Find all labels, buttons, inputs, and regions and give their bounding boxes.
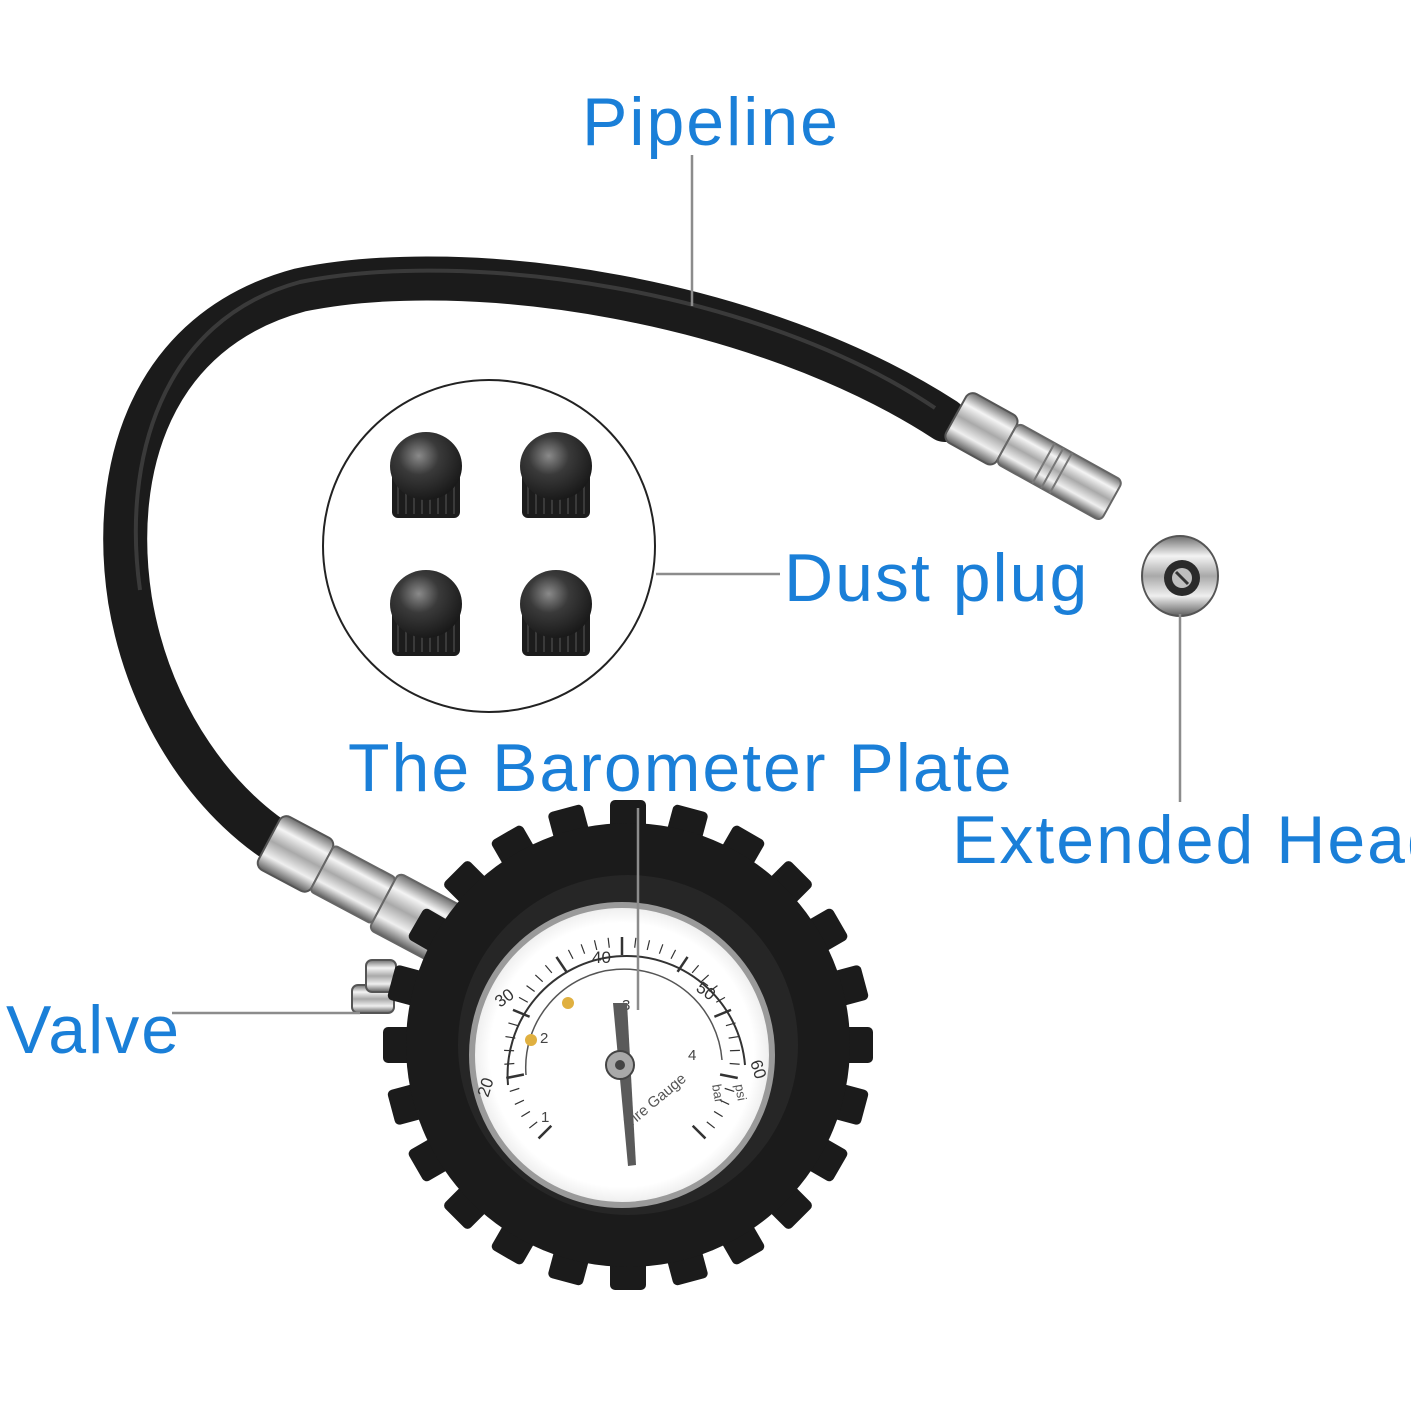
bar-tick-4: 4 <box>688 1047 696 1064</box>
dial-tick <box>508 1022 519 1027</box>
dial-tick <box>505 1035 516 1039</box>
hose-highlight <box>133 268 937 591</box>
dial-tick <box>534 974 544 983</box>
dial-tick <box>512 1008 531 1018</box>
dust-plug-label: Dust plug <box>784 540 1090 616</box>
dial-tick <box>729 1062 740 1065</box>
dial-tick <box>521 1110 531 1118</box>
dial-tick <box>580 944 586 954</box>
dial-tick <box>544 964 553 974</box>
bar-tick-2: 2 <box>540 1030 548 1047</box>
dial-tick <box>504 1062 515 1065</box>
dial-tick <box>691 1124 707 1140</box>
dial-tick <box>676 956 689 973</box>
psi-tick-40: 40 <box>592 948 611 967</box>
dial-tick <box>567 949 574 960</box>
extended-head <box>944 392 1219 617</box>
dial-tick <box>528 1121 538 1129</box>
dust-cap <box>390 432 462 518</box>
dial-tick <box>658 944 664 954</box>
dust-plug-circle <box>322 379 656 713</box>
dial-tick <box>713 1110 723 1118</box>
bar-tick-1: 1 <box>541 1109 549 1126</box>
dial-tick <box>518 996 529 1003</box>
dial-tick <box>646 940 651 951</box>
dial-tick <box>555 956 568 973</box>
dial-tick <box>593 940 598 951</box>
indicator-dot <box>562 997 574 1009</box>
dust-cap <box>390 570 462 656</box>
dust-cap <box>520 570 592 656</box>
unit-psi: psi <box>732 1083 750 1102</box>
dial-tick <box>724 1087 735 1093</box>
barometer-plate-label: The Barometer Plate <box>348 730 1014 806</box>
dial-tick <box>706 1121 716 1129</box>
barometer-plate: 20 30 40 50 60 1 2 3 4 bar psi Tire Gaug… <box>469 902 775 1208</box>
unit-bar: bar <box>709 1083 727 1105</box>
dial-tick <box>506 1073 525 1080</box>
dial-tick <box>719 1099 730 1105</box>
pipeline-label: Pipeline <box>582 84 840 160</box>
dial-tick <box>719 1073 738 1080</box>
dial-tick <box>607 937 610 948</box>
dial-tick <box>670 949 677 960</box>
dial-tick <box>700 974 710 983</box>
dust-plug-group <box>322 379 656 713</box>
dial-tick <box>526 985 535 993</box>
dial-tick <box>509 1087 520 1093</box>
dial-tick <box>728 1035 739 1039</box>
gauge-needle <box>613 1003 636 1166</box>
indicator-dot <box>525 1034 537 1046</box>
psi-tick-60: 60 <box>746 1057 770 1081</box>
dial-tick <box>537 1124 553 1140</box>
dial-tick <box>691 964 700 974</box>
leader-lines <box>172 155 1182 1015</box>
dust-cap <box>520 432 592 518</box>
extended-head-label: Extended Head <box>952 802 1411 878</box>
dial-tick <box>634 937 637 948</box>
dial-tick <box>715 996 726 1003</box>
dial-tick <box>514 1099 525 1105</box>
valve-button <box>351 959 397 1014</box>
dial-tick <box>709 985 718 993</box>
valve-label: Valve <box>6 992 182 1068</box>
dial-tick <box>725 1022 736 1027</box>
psi-tick-20: 20 <box>474 1075 498 1099</box>
dial-tick <box>713 1008 732 1018</box>
